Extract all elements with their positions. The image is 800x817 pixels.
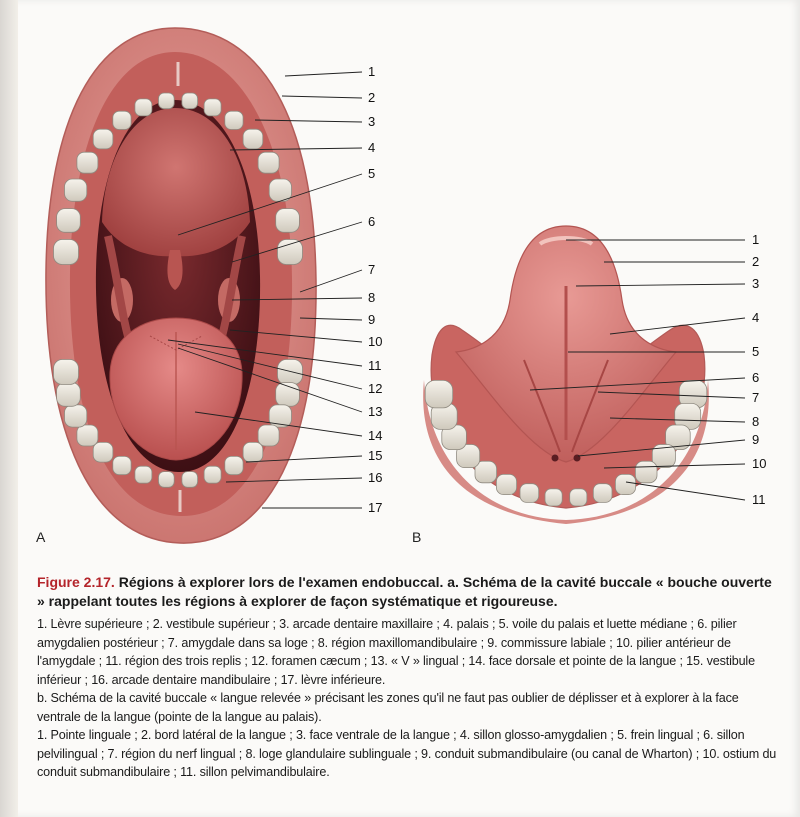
panel-b-letter: B <box>412 529 421 545</box>
figure-caption: Figure 2.17. Régions à explorer lors de … <box>37 573 782 782</box>
upper-arch-a-tooth <box>54 240 79 265</box>
upper-arch-a-tooth <box>276 209 300 233</box>
figure-number: Figure 2.17. <box>37 574 115 590</box>
upper-arch-a-tooth <box>182 93 198 109</box>
callout-b-8: 8 <box>752 414 759 429</box>
callout-b-9: 9 <box>752 432 759 447</box>
callout-b-2: 2 <box>752 254 759 269</box>
lower-arch-b-tooth <box>593 484 612 503</box>
callout-b-3: 3 <box>752 276 759 291</box>
lower-arch-b-tooth <box>425 380 453 408</box>
upper-arch-a-tooth <box>77 152 98 173</box>
upper-arch-a-tooth <box>113 111 131 129</box>
callout-a-4: 4 <box>368 140 375 155</box>
lower-arch-a-tooth <box>269 405 291 427</box>
callout-a-3: 3 <box>368 114 375 129</box>
callout-b-6: 6 <box>752 370 759 385</box>
callout-b-11: 11 <box>752 492 766 507</box>
lower-arch-a-tooth <box>77 425 98 446</box>
lower-arch-a-tooth <box>182 472 198 488</box>
callout-b-7: 7 <box>752 390 759 405</box>
panel-a-letter: A <box>36 529 46 545</box>
callout-b-4: 4 <box>752 310 759 325</box>
lower-arch-b-tooth <box>520 484 539 503</box>
callout-a-9: 9 <box>368 312 375 327</box>
anatomical-figure: 1 2 3 4 5 6 7 8 9 10 11 12 13 14 15 16 1… <box>0 0 800 570</box>
callout-a-14: 14 <box>368 428 382 443</box>
lower-arch-a-tooth <box>93 442 113 462</box>
callout-a-1: 1 <box>368 64 375 79</box>
lower-arch-b-tooth <box>496 474 516 494</box>
lower-arch-a-tooth <box>57 383 81 407</box>
caption-heading: Figure 2.17. Régions à explorer lors de … <box>37 573 782 611</box>
upper-arch-a-tooth <box>57 209 81 233</box>
lower-arch-a-tooth <box>278 360 303 385</box>
callout-a-17: 17 <box>368 500 382 515</box>
upper-arch-a-tooth <box>93 129 113 149</box>
callout-a-15: 15 <box>368 448 382 463</box>
lower-arch-a-tooth <box>135 466 152 483</box>
callout-a-6: 6 <box>368 214 375 229</box>
callout-a-13: 13 <box>368 404 382 419</box>
upper-arch-a-tooth <box>243 129 263 149</box>
panel-b-tongue-raised <box>423 226 709 524</box>
lower-arch-a-tooth <box>225 456 243 474</box>
lower-arch-a-tooth <box>113 456 131 474</box>
callout-b-10: 10 <box>752 456 766 471</box>
upper-arch-a-tooth <box>65 179 87 201</box>
callout-a-2: 2 <box>368 90 375 105</box>
callout-a-7: 7 <box>368 262 375 277</box>
panel-a-mouth-open <box>46 28 316 543</box>
lower-arch-b-tooth <box>635 461 657 483</box>
lower-arch-b-tooth <box>545 489 562 506</box>
lower-arch-a-tooth <box>258 425 279 446</box>
lower-arch-a-tooth <box>204 466 221 483</box>
lower-arch-b-tooth <box>615 474 635 494</box>
upper-arch-a-tooth <box>225 111 243 129</box>
upper-arch-a-tooth <box>159 93 175 109</box>
upper-arch-a-tooth <box>269 179 291 201</box>
upper-arch-a-tooth <box>258 152 279 173</box>
callout-a-5: 5 <box>368 166 375 181</box>
caption-heading-b: b. Schéma de la cavité buccale « langue … <box>37 689 782 726</box>
lower-arch-a-tooth <box>65 405 87 427</box>
callout-b-1: 1 <box>752 232 759 247</box>
upper-arch-a-tooth <box>135 99 152 116</box>
callout-a-12: 12 <box>368 381 382 396</box>
callout-a-10: 10 <box>368 334 382 349</box>
lower-arch-a-tooth <box>243 442 263 462</box>
upper-arch-a-tooth <box>278 240 303 265</box>
callout-b-5: 5 <box>752 344 759 359</box>
lower-arch-a-tooth <box>159 472 175 488</box>
submandibular-ostium-left-b <box>552 455 559 462</box>
upper-arch-a-tooth <box>204 99 221 116</box>
callout-a-16: 16 <box>368 470 382 485</box>
lower-arch-b-tooth <box>570 489 587 506</box>
callout-a-11: 11 <box>368 358 382 373</box>
caption-legend-a: 1. Lèvre supérieure ; 2. vestibule supér… <box>37 615 782 689</box>
caption-heading-text: Régions à explorer lors de l'examen endo… <box>37 574 772 609</box>
callout-a-8: 8 <box>368 290 375 305</box>
panel-b-callout-numbers: 1 2 3 4 5 6 7 8 9 10 11 <box>752 232 766 507</box>
lower-arch-a-tooth <box>54 360 79 385</box>
caption-legend-b: 1. Pointe linguale ; 2. bord latéral de … <box>37 726 782 782</box>
panel-a-callout-numbers: 1 2 3 4 5 6 7 8 9 10 11 12 13 14 15 16 1… <box>368 64 382 515</box>
